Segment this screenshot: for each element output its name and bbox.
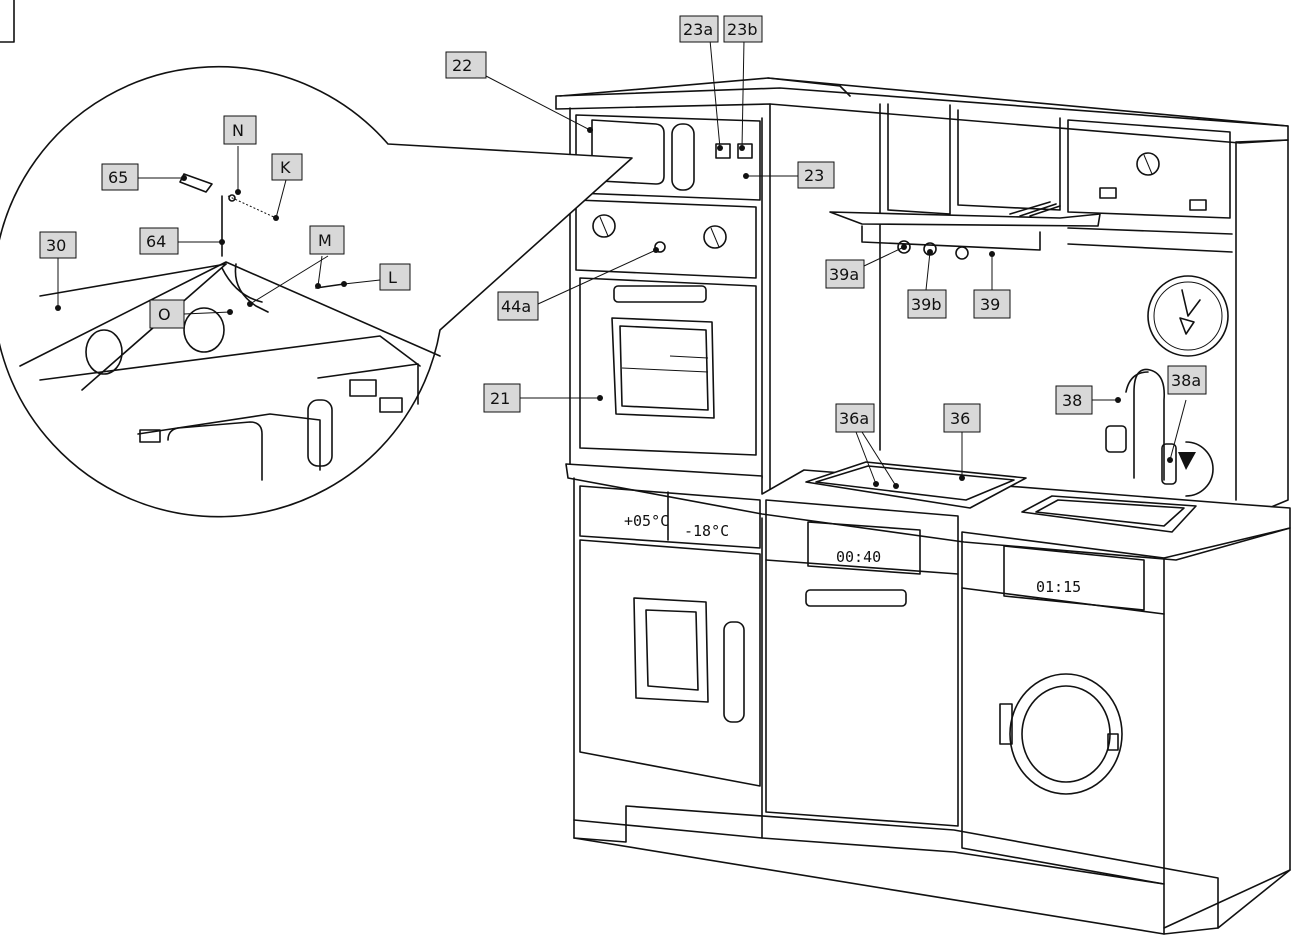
label-44a: 44a: [497, 291, 539, 321]
svg-text:M: M: [318, 231, 332, 250]
fridge-handle: [723, 621, 745, 723]
hood-panel: [957, 109, 1061, 211]
svg-text:65: 65: [108, 168, 128, 187]
ice-dispenser: [633, 597, 709, 703]
washer-time-display: 01:15: [1036, 578, 1081, 596]
hole-right: [183, 307, 225, 353]
svg-text:22: 22: [452, 56, 472, 75]
sink-faucet: [1133, 368, 1166, 481]
label-39a: 39a: [825, 259, 865, 289]
svg-text:23b: 23b: [727, 20, 758, 39]
oven-handle: [613, 285, 707, 303]
label-M: M: [309, 225, 345, 255]
upper-right-cabinet: [1067, 119, 1231, 219]
label-65: 65: [101, 163, 139, 191]
svg-text:23: 23: [804, 166, 824, 185]
label-64: 64: [139, 227, 179, 255]
label-39b: 39b: [907, 289, 947, 319]
microwave-detail: [137, 413, 321, 471]
svg-text:39a: 39a: [829, 265, 859, 284]
dishwasher: [765, 499, 959, 827]
label-L: L: [379, 263, 411, 291]
wall-clock: [1147, 275, 1229, 357]
hood-left: [887, 103, 951, 215]
oven-door: [579, 277, 757, 456]
label-23b: 23b: [723, 15, 763, 43]
hood-light-knob-c: [955, 246, 969, 260]
step-frame-corner: [0, 0, 15, 43]
label-39: 39: [973, 289, 1011, 319]
clock-hands: [1181, 289, 1201, 317]
freezer-temp-display: -18°C: [684, 522, 729, 540]
svg-text:N: N: [232, 121, 244, 140]
label-23: 23: [797, 161, 835, 189]
magnifier-callout: [0, 65, 633, 518]
svg-text:38a: 38a: [1171, 371, 1201, 390]
dishwasher-time-display: 00:40: [836, 548, 881, 566]
label-22: 22: [445, 51, 487, 79]
label-38a: 38a: [1167, 365, 1207, 395]
countertop: [565, 463, 1291, 561]
fridge-column: [573, 477, 763, 839]
label-38: 38: [1055, 385, 1093, 415]
oven-window: [611, 317, 715, 419]
faucet-spout: [1105, 425, 1127, 453]
label-N: N: [223, 115, 257, 145]
microwave-handle: [671, 123, 695, 191]
svg-text:39: 39: [980, 295, 1000, 314]
cabinet-knob: [1136, 152, 1160, 176]
microwave-button-b: [737, 143, 753, 159]
faucet-tap: [1161, 443, 1177, 485]
label-O: O: [149, 299, 185, 329]
label-36a: 36a: [835, 403, 875, 433]
svg-text:23a: 23a: [683, 20, 713, 39]
label-23a: 23a: [679, 15, 719, 43]
svg-text:21: 21: [490, 389, 510, 408]
svg-text:36: 36: [950, 409, 970, 428]
dishwasher-handle: [805, 589, 907, 607]
rotation-arrow: [1185, 441, 1214, 497]
part-O-bracket: [221, 267, 263, 303]
dishwasher-display: [807, 521, 921, 575]
svg-text:64: 64: [146, 232, 166, 251]
oven-control-panel: [575, 199, 757, 279]
hole-left: [85, 329, 123, 375]
leader-lines: [55, 39, 1187, 487]
oven-light-button: [654, 241, 666, 253]
svg-text:39b: 39b: [911, 295, 942, 314]
microwave-button-a: [715, 143, 731, 159]
svg-text:44a: 44a: [501, 297, 531, 316]
stove-hob: [805, 461, 1027, 509]
detail-magnifier: [0, 65, 633, 518]
label-21: 21: [483, 383, 521, 413]
part-30-rod: [39, 263, 227, 297]
hood-shelf: [829, 211, 1101, 227]
svg-text:36a: 36a: [839, 409, 869, 428]
washer-display: [1003, 545, 1145, 611]
hood-light-knob-a: [897, 240, 911, 254]
fridge-display-panel: [579, 485, 761, 549]
label-36: 36: [943, 403, 981, 433]
svg-text:O: O: [158, 305, 171, 324]
label-K: K: [271, 153, 303, 181]
washer-latch: [1107, 733, 1119, 751]
fridge-temp-display: +05°C: [624, 512, 669, 530]
svg-text:K: K: [280, 158, 291, 177]
oven-knob-left: [592, 214, 616, 238]
svg-text:L: L: [388, 268, 397, 287]
svg-text:30: 30: [46, 236, 66, 255]
svg-text:38: 38: [1062, 391, 1082, 410]
washer-door: [1009, 673, 1123, 795]
label-30: 30: [39, 231, 77, 259]
washer-hinge: [999, 703, 1013, 745]
right-lower-side: [1163, 527, 1291, 929]
play-kitchen: [555, 77, 1291, 935]
fridge-door: [579, 539, 761, 787]
oven-knob-right: [703, 225, 727, 249]
sink-basin: [1021, 495, 1197, 533]
